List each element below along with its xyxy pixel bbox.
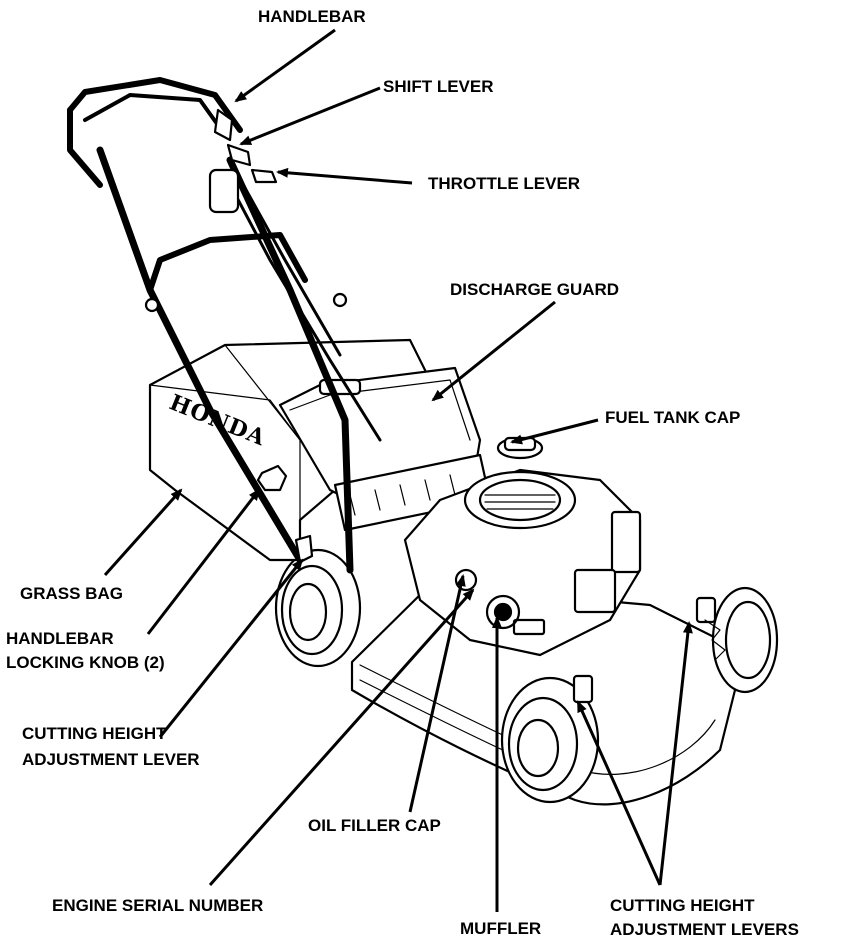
locking-knob-part xyxy=(256,464,288,492)
label-engine-serial-number: ENGINE SERIAL NUMBER xyxy=(52,896,263,915)
front-right-wheel xyxy=(711,586,779,694)
leader-handlebar xyxy=(234,28,336,103)
leader-front-height-lever-right xyxy=(658,621,693,886)
front-height-levers-part xyxy=(572,596,726,704)
label-fuel-tank-cap: FUEL TANK CAP xyxy=(605,408,740,427)
leader-oil-filler-cap xyxy=(408,574,466,813)
callout-leaders xyxy=(103,28,693,912)
label-muffler: MUFFLER xyxy=(460,919,541,938)
engine-housing xyxy=(403,468,642,657)
leader-cutting-height-adjustment-lever xyxy=(158,558,304,738)
label-discharge-guard: DISCHARGE GUARD xyxy=(450,280,619,299)
handle-frame xyxy=(67,77,382,574)
label-grass-bag: GRASS BAG xyxy=(20,584,123,603)
label-handlebar: HANDLEBAR xyxy=(258,7,366,26)
label-cutting-height-adjustment-levers-line2: ADJUSTMENT LEVERS xyxy=(610,920,799,939)
label-cutting-height-adjustment-lever-line2: ADJUSTMENT LEVER xyxy=(22,750,200,769)
callout-labels: HANDLEBAR SHIFT LEVER THROTTLE LEVER DIS… xyxy=(6,7,799,939)
rear-height-lever-part xyxy=(294,534,314,564)
leader-engine-serial-number xyxy=(208,588,475,886)
rear-left-wheel xyxy=(274,548,362,668)
leader-throttle-lever xyxy=(276,167,413,185)
leader-handlebar-locking-knob xyxy=(146,488,261,635)
label-cutting-height-adjustment-levers-line1: CUTTING HEIGHT xyxy=(610,896,755,915)
mower-illustration: HONDA xyxy=(67,77,779,806)
label-handlebar-locking-knob-line2: LOCKING KNOB (2) xyxy=(6,653,165,672)
leader-grass-bag xyxy=(103,488,183,576)
leader-front-height-lever-left xyxy=(576,700,662,886)
label-throttle-lever: THROTTLE LEVER xyxy=(428,174,580,193)
leader-shift-lever xyxy=(239,86,381,146)
label-cutting-height-adjustment-lever-line1: CUTTING HEIGHT xyxy=(22,724,167,743)
leader-discharge-guard xyxy=(431,300,556,402)
front-left-wheel xyxy=(500,676,600,804)
leader-fuel-tank-cap xyxy=(510,418,599,445)
label-shift-lever: SHIFT LEVER xyxy=(383,77,494,96)
label-oil-filler-cap: OIL FILLER CAP xyxy=(308,816,441,835)
label-handlebar-locking-knob-line1: HANDLEBAR xyxy=(6,629,114,648)
